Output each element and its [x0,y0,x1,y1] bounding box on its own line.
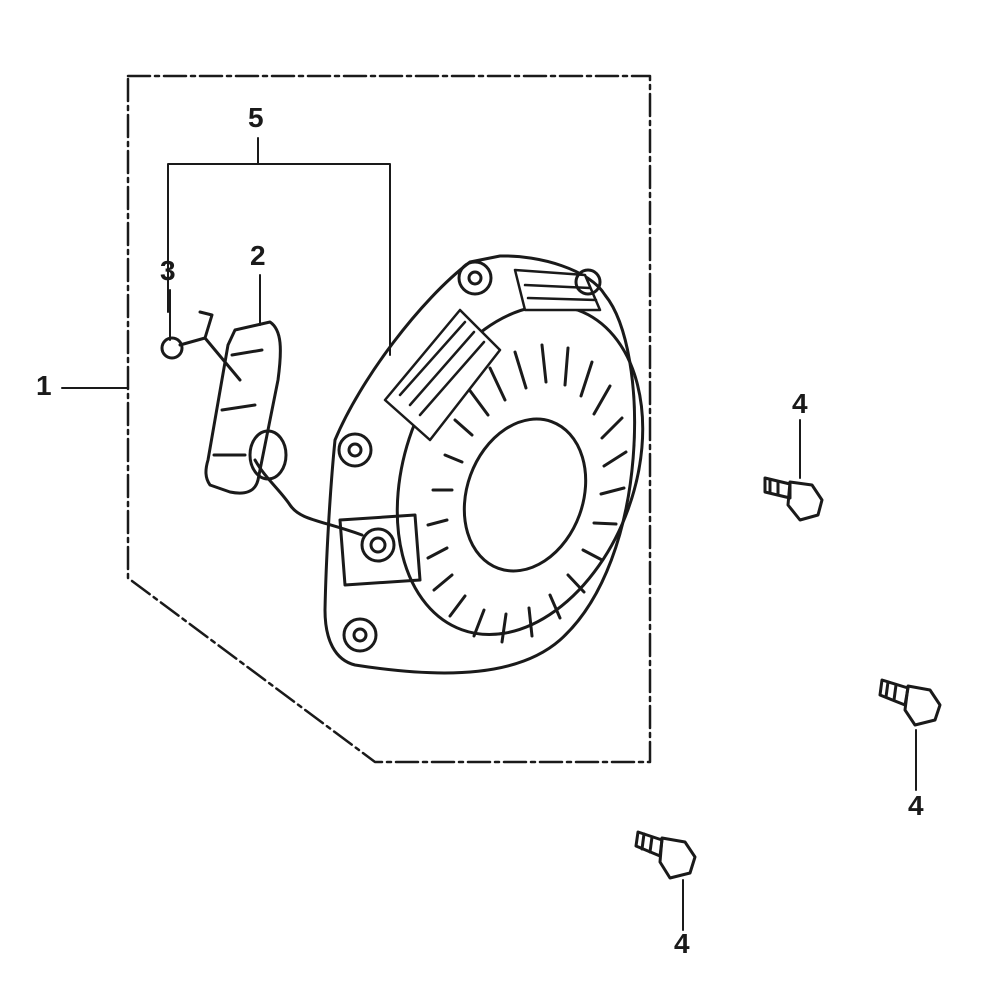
starter-grip [204,320,288,495]
starter-housing [323,254,645,675]
callout-handle: 2 [250,240,266,271]
assembly-boundary [126,74,652,764]
callout-rope-set: 5 [248,102,264,133]
flange-bolt-right-upper [763,476,824,522]
starter-rope [253,458,364,537]
callout-bolt-bottom: 4 [674,928,690,959]
flange-bolt-right-lower [878,678,942,727]
callout-clip: 3 [160,255,176,286]
callout-assembly: 1 [36,370,52,401]
callout-bolt-right-lower: 4 [908,790,924,821]
callout-bolt-right-upper: 4 [792,388,808,419]
flange-bolt-bottom [634,830,697,880]
leader-lines [61,137,917,931]
rope-clip [160,310,242,382]
